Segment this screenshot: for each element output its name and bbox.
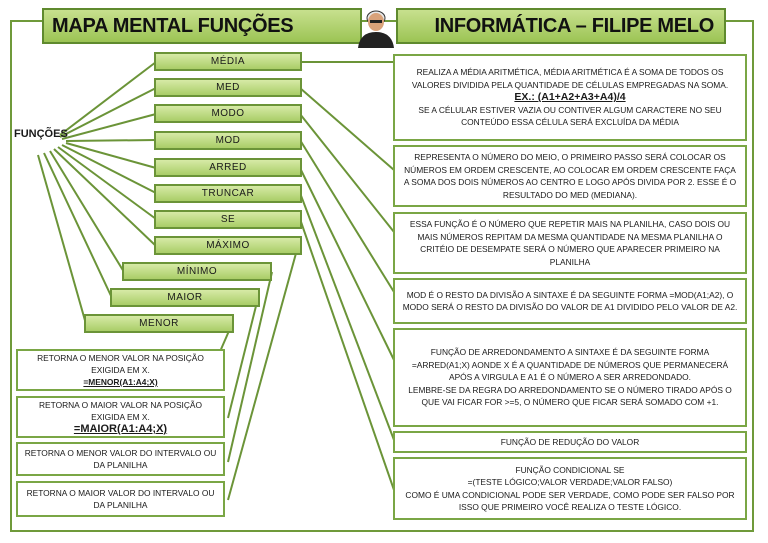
description-arred-note: LEMBRE-SE DA REGRA DO ARREDONDAMENTO SE … [408, 384, 732, 408]
description-maior-formula: =MAIOR(A1:A4;X) [73, 423, 168, 435]
title-banner-left: MAPA MENTAL FUNÇÕES [42, 8, 362, 44]
description-modo-text: ESSA FUNÇÃO É O NÚMERO QUE REPETIR MAIS … [409, 219, 731, 267]
function-truncar: TRUNCAR [154, 184, 302, 203]
description-truncar: FUNÇÃO DE REDUÇÃO DO VALOR [393, 431, 747, 453]
description-se-syntax: =(TESTE LÓGICO;VALOR VERDADE;VALOR FALSO… [467, 477, 673, 487]
page-title: MAPA MENTAL FUNÇÕES [52, 14, 294, 37]
function-arred: ARRED [154, 158, 302, 177]
description-se-title: FUNÇÃO CONDICIONAL SE [515, 464, 625, 475]
description-maior-text: RETORNA O MAIOR VALOR NA POSIÇÃO EXIGIDA… [38, 400, 203, 422]
function-menor: MENOR [84, 314, 234, 333]
description-menor-text: RETORNA O MENOR VALOR NA POSIÇÃO EXIGIDA… [37, 353, 204, 375]
description-arred: FUNÇÃO DE ARREDONDAMENTO A SINTAXE É DA … [393, 328, 747, 427]
description-med: REPRESENTA O NÚMERO DO MEIO, O PRIMEIRO … [393, 145, 747, 207]
function-se: SE [154, 210, 302, 229]
description-media-note: SE A CÉLULAR ESTIVER VAZIA OU CONTIVER A… [418, 104, 722, 128]
center-topic: FUNÇÕES [14, 128, 68, 140]
function-med: MED [154, 78, 302, 97]
description-maior: RETORNA O MAIOR VALOR NA POSIÇÃO EXIGIDA… [16, 396, 225, 438]
description-maximo-text: RETORNA O MAIOR VALOR DO INTERVALO OU DA… [26, 488, 215, 510]
description-menor-formula: =MENOR(A1:A4;X) [83, 377, 158, 387]
function-maior: MAIOR [110, 288, 260, 307]
function-maximo: MÁXIMO [154, 236, 302, 255]
description-med-text: REPRESENTA O NÚMERO DO MEIO, O PRIMEIRO … [403, 152, 737, 200]
description-menor: RETORNA O MENOR VALOR NA POSIÇÃO EXIGIDA… [16, 349, 225, 391]
description-media-example: EX.: (A1+A2+A3+A4)/4 [514, 91, 626, 104]
function-mod: MOD [154, 131, 302, 150]
description-se: FUNÇÃO CONDICIONAL SE =(TESTE LÓGICO;VAL… [393, 457, 747, 520]
title-banner-right: INFORMÁTICA – FILIPE MELO [396, 8, 726, 44]
avatar-icon [358, 10, 394, 48]
description-mod-text: MOD É O RESTO DA DIVISÃO A SINTAXE É DA … [402, 289, 738, 313]
description-minimo-text: RETORNA O MENOR VALOR DO INTERVALO OU DA… [24, 448, 217, 470]
function-modo: MODO [154, 104, 302, 123]
description-se-note: COMO É UMA CONDICIONAL PODE SER VERDADE,… [405, 489, 735, 513]
author-title: INFORMÁTICA – FILIPE MELO [434, 14, 714, 37]
function-media: MÉDIA [154, 52, 302, 71]
description-maximo: RETORNA O MAIOR VALOR DO INTERVALO OU DA… [16, 481, 225, 517]
description-media-text: REALIZA A MÉDIA ARITMÉTICA, MÉDIA ARITMÉ… [411, 67, 729, 90]
description-media: REALIZA A MÉDIA ARITMÉTICA, MÉDIA ARITMÉ… [393, 54, 747, 141]
description-arred-text: FUNÇÃO DE ARREDONDAMENTO A SINTAXE É DA … [411, 347, 729, 383]
description-minimo: RETORNA O MENOR VALOR DO INTERVALO OU DA… [16, 442, 225, 476]
description-truncar-text: FUNÇÃO DE REDUÇÃO DO VALOR [500, 436, 640, 447]
description-modo: ESSA FUNÇÃO É O NÚMERO QUE REPETIR MAIS … [393, 212, 747, 274]
function-minimo: MÍNIMO [122, 262, 272, 281]
description-mod: MOD É O RESTO DA DIVISÃO A SINTAXE É DA … [393, 278, 747, 324]
